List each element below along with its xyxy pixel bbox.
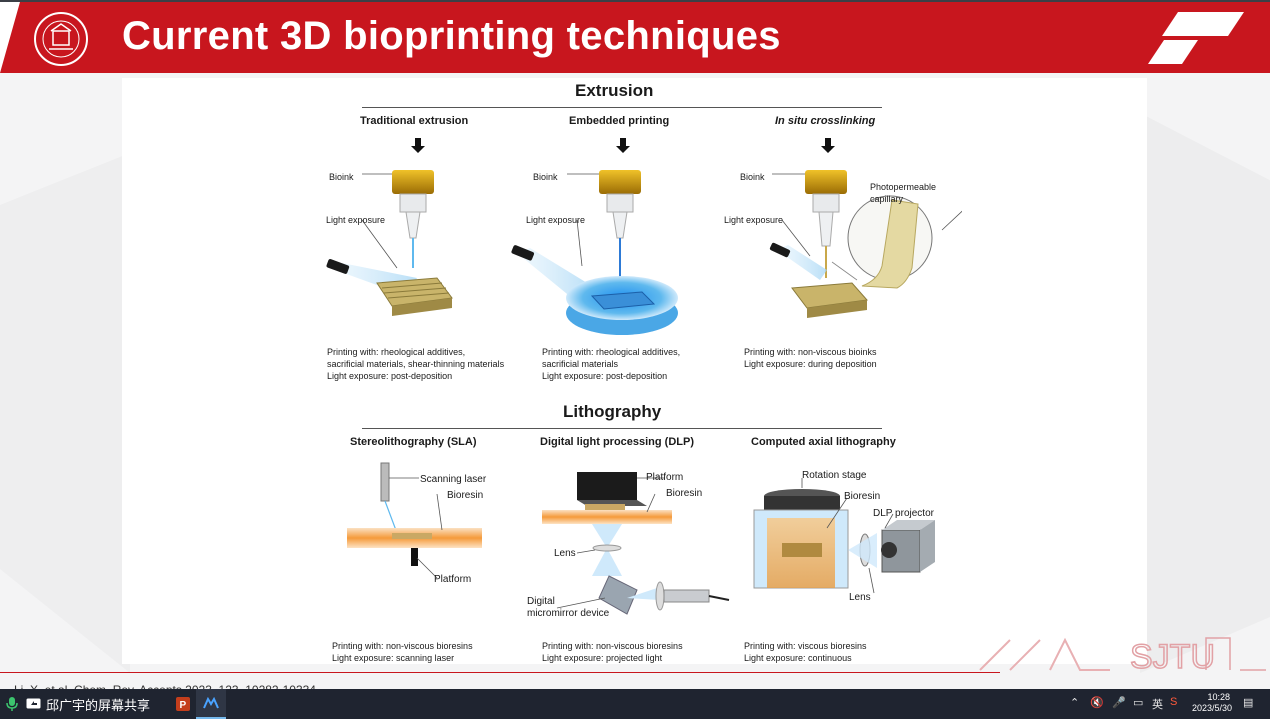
label-light-exposure-3: Light exposure xyxy=(724,215,784,225)
network-icon[interactable]: ▭ xyxy=(1133,697,1144,709)
extrusion-nozzle-3 xyxy=(769,138,933,318)
label-lens-dlp: Lens xyxy=(554,548,576,559)
title-bar-wedge xyxy=(0,2,20,73)
caption-line: Printing with: non-viscous bioinks xyxy=(744,347,877,357)
svg-text:SJTU: SJTU xyxy=(1130,638,1215,674)
university-logo-icon xyxy=(34,12,88,66)
label-rotation-stage: Rotation stage xyxy=(802,470,867,481)
background-shard xyxy=(1140,113,1270,673)
caption-line: Light exposure: post-deposition xyxy=(327,371,453,381)
caption-sla: Printing with: non-viscous bioresins Lig… xyxy=(332,640,473,664)
label-digital: Digital xyxy=(527,596,555,607)
speaker-muted-icon[interactable]: 🔇 xyxy=(1090,697,1104,709)
caption-embedded-printing: Printing with: rheological additives, sa… xyxy=(542,346,680,382)
col-title-embedded-printing: Embedded printing xyxy=(569,115,670,127)
label-bioink-2: Bioink xyxy=(533,172,558,182)
slide-title: Current 3D bioprinting techniques xyxy=(122,14,781,58)
caption-line: Light exposure: projected light xyxy=(542,653,663,663)
caption-cal: Printing with: viscous bioresins Light e… xyxy=(744,640,867,664)
label-scanning-laser: Scanning laser xyxy=(420,474,487,485)
meeting-app-icon[interactable] xyxy=(196,689,226,719)
chevron-up-icon[interactable]: ⌃ xyxy=(1070,697,1080,709)
caption-traditional-extrusion: Printing with: rheological additives, sa… xyxy=(327,346,504,382)
mic-icon[interactable] xyxy=(5,689,19,719)
label-platform-sla: Platform xyxy=(434,574,472,585)
sjtu-watermark-icon: SJTU xyxy=(979,637,1266,674)
ime-indicator[interactable]: 英 xyxy=(1152,699,1163,711)
label-capillary: capillary xyxy=(870,194,904,204)
caption-line: Printing with: non-viscous bioresins xyxy=(332,641,473,651)
col-title-in-situ-crosslinking: In situ crosslinking xyxy=(775,115,876,127)
slide-title-bar: Current 3D bioprinting techniques xyxy=(0,2,1270,73)
caption-line: Light exposure: during deposition xyxy=(744,359,877,369)
brand-mark-icon xyxy=(1148,12,1244,64)
window-top-edge xyxy=(0,0,1270,2)
section-rule xyxy=(362,107,882,108)
footer-rule xyxy=(0,672,1000,673)
caption-line: Light exposure: post-deposition xyxy=(542,371,668,381)
clock-time[interactable]: 10:28 xyxy=(1207,692,1230,702)
label-dlp-projector: DLP projector xyxy=(873,508,934,519)
caption-line: sacrificial materials xyxy=(542,359,619,369)
col-title-cal: Computed axial lithography xyxy=(751,436,896,448)
label-bioresin-dlp: Bioresin xyxy=(666,488,703,499)
extrusion-illustrations xyxy=(326,138,962,335)
extrusion-nozzle-2 xyxy=(511,138,678,335)
col-title-sla: Stereolithography (SLA) xyxy=(350,436,477,448)
caption-line: Printing with: non-viscous bioresins xyxy=(542,641,683,651)
lithography-heading: Lithography xyxy=(563,402,662,421)
label-photopermeable: Photopermeable xyxy=(870,182,937,192)
caption-line: Printing with: viscous bioresins xyxy=(744,641,867,651)
clock-date[interactable]: 2023/5/30 xyxy=(1191,703,1232,713)
caption-line: Printing with: rheological additives, xyxy=(327,347,466,357)
label-bioink-3: Bioink xyxy=(740,172,765,182)
label-bioresin-sla: Bioresin xyxy=(447,490,484,501)
microphone-icon[interactable]: 🎤 xyxy=(1112,697,1126,709)
extrusion-leader-lines xyxy=(361,173,962,269)
label-bioresin-cal: Bioresin xyxy=(844,491,881,502)
screen-share-icon[interactable] xyxy=(26,689,41,719)
label-platform-dlp: Platform xyxy=(646,472,684,483)
dlp-apparatus xyxy=(542,472,730,615)
caption-line: sacrificial materials, shear-thinning ma… xyxy=(327,359,505,369)
powerpoint-icon[interactable]: P xyxy=(176,689,190,719)
label-light-exposure-2: Light exposure xyxy=(526,215,586,225)
col-title-traditional-extrusion: Traditional extrusion xyxy=(360,115,469,127)
section-rule xyxy=(362,428,882,429)
lithography-leader-lines xyxy=(389,477,894,609)
screen-share-label[interactable]: 邱广宇的屏幕共享 xyxy=(46,698,151,714)
label-micromirror-device: micromirror device xyxy=(527,608,610,619)
caption-line: Light exposure: continuous xyxy=(744,653,852,663)
label-bioink-1: Bioink xyxy=(329,172,354,182)
label-lens-cal: Lens xyxy=(849,592,871,603)
lithography-illustrations xyxy=(347,462,935,615)
extrusion-heading: Extrusion xyxy=(575,81,654,100)
sla-apparatus xyxy=(347,462,482,566)
caption-in-situ-crosslinking: Printing with: non-viscous bioinks Light… xyxy=(744,346,877,370)
col-title-dlp: Digital light processing (DLP) xyxy=(540,436,695,448)
caption-dlp: Printing with: non-viscous bioresins Lig… xyxy=(542,640,683,664)
extrusion-nozzle-1 xyxy=(326,138,453,316)
background-shard xyxy=(0,153,130,673)
caption-line: Light exposure: scanning laser xyxy=(332,653,455,663)
sogou-input-icon[interactable]: S xyxy=(1170,696,1178,708)
taskbar: 邱广宇的屏幕共享 P ⌃ 🔇 🎤 ▭ 英 S 10:28 2023/5/30 ▤ xyxy=(0,689,1270,719)
cal-apparatus xyxy=(753,489,935,589)
caption-line: Printing with: rheological additives, xyxy=(542,347,681,357)
svg-text:P: P xyxy=(180,700,187,711)
label-light-exposure-1: Light exposure xyxy=(326,215,386,225)
notification-icon[interactable]: ▤ xyxy=(1243,697,1254,709)
bioprinting-figure: Extrusion Traditional extrusion Embedded… xyxy=(122,78,1147,664)
